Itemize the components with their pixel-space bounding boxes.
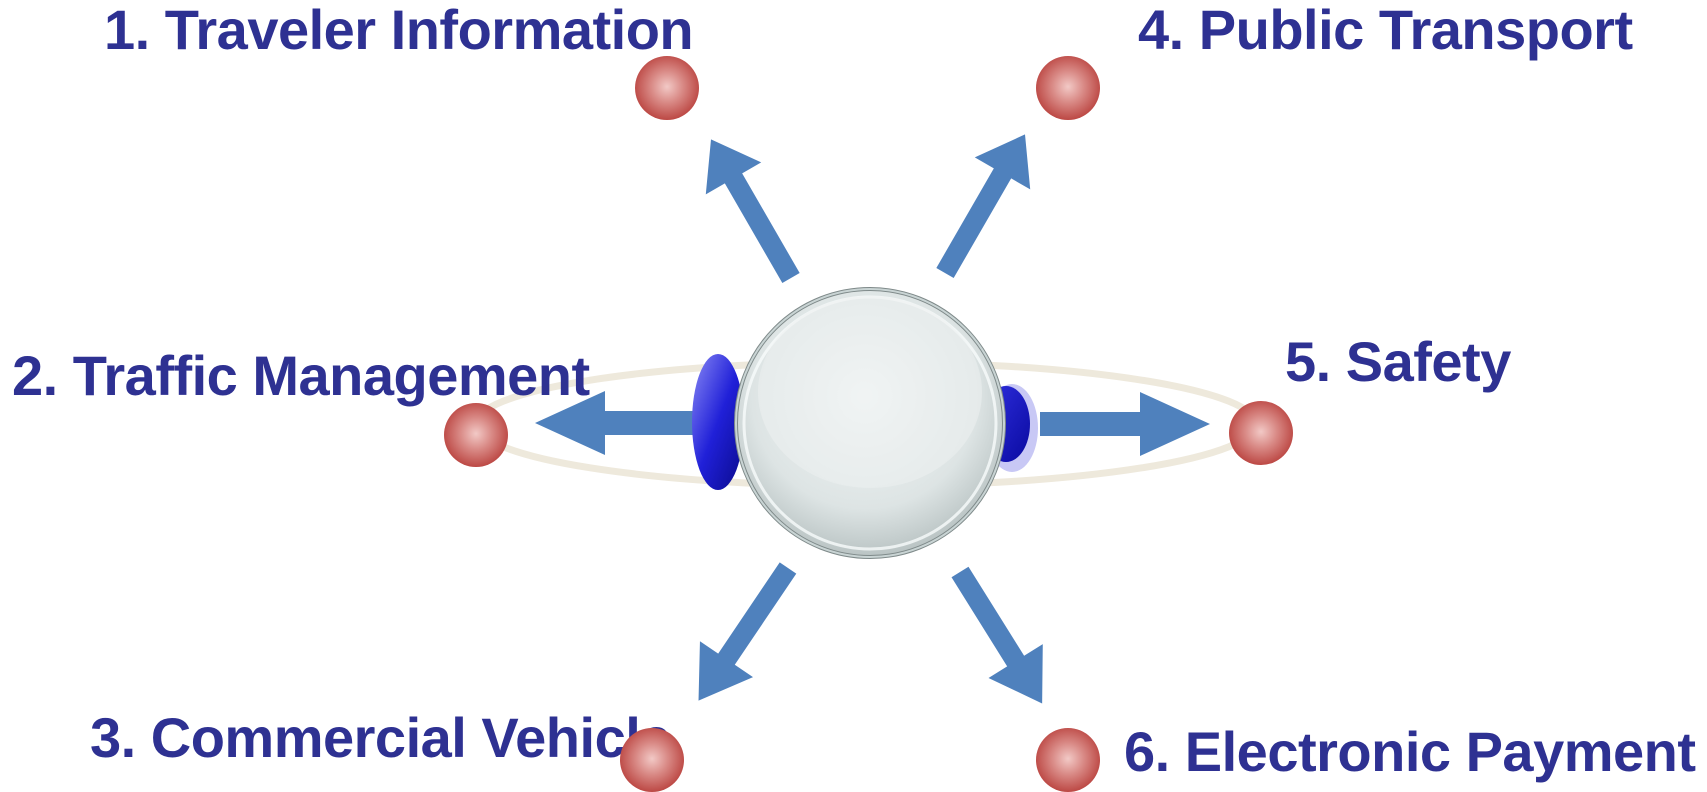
label-electronic-payment: 6. Electronic Payment [1124, 720, 1696, 783]
node-icon [635, 56, 699, 120]
label-traveler-information: 1. Traveler Information [104, 0, 694, 61]
label-traffic-management: 2. Traffic Management [12, 344, 590, 407]
nodes [444, 56, 1293, 792]
arrow-public-transport [936, 134, 1031, 278]
label-public-transport: 4. Public Transport [1138, 0, 1633, 61]
arrow-payment [951, 566, 1043, 704]
arrow-safety [1040, 392, 1210, 456]
node-icon [444, 403, 508, 467]
wing-left [692, 354, 744, 490]
arrow-shapes [535, 134, 1210, 704]
node-icon [1036, 56, 1100, 120]
label-safety: 5. Safety [1285, 330, 1511, 393]
arrow-traffic [535, 391, 700, 455]
node-icon [1036, 728, 1100, 792]
label-commercial-vehicle: 3. Commercial Vehicle [90, 706, 671, 769]
arrow-commercial [698, 562, 797, 701]
arrow-traveler [705, 139, 800, 283]
globe-icon [734, 287, 1006, 559]
node-icon [1229, 401, 1293, 465]
